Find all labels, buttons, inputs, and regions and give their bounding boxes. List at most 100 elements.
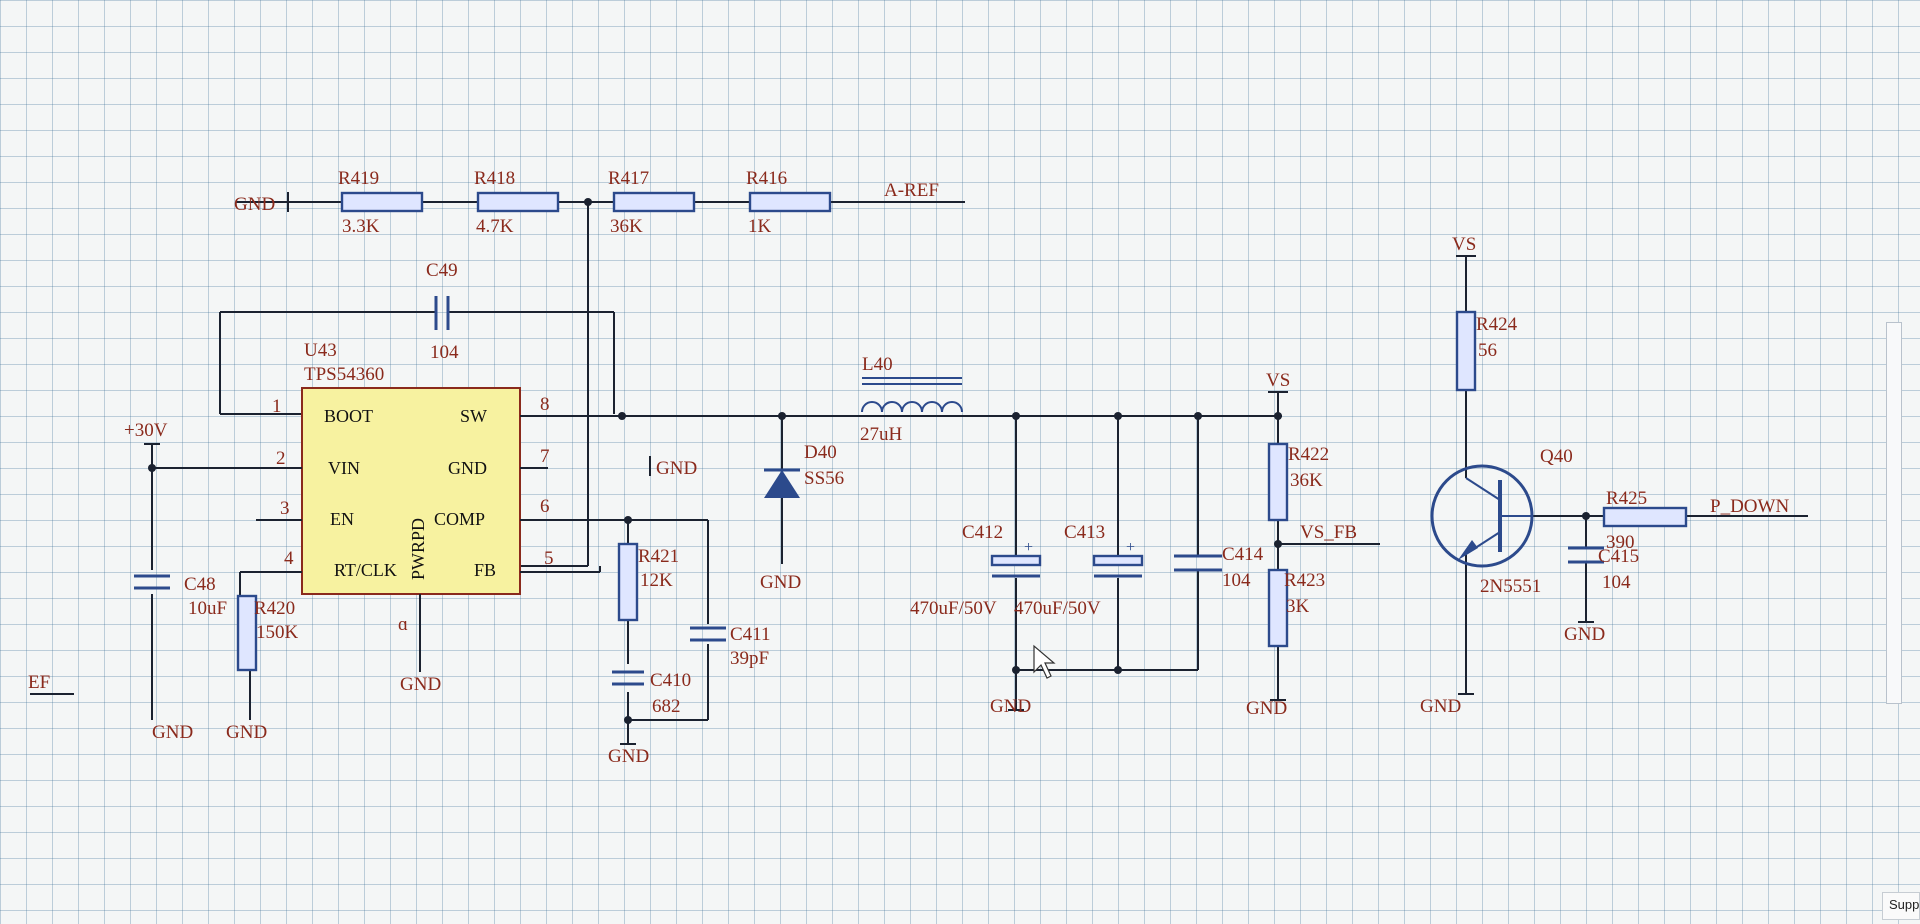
pin-number-3: 3 [280,498,290,519]
top-divider-wires [236,192,965,568]
value-r419: 3.3K [342,216,380,237]
pin-number-2: 2 [276,448,286,469]
value-c410: 682 [652,696,681,717]
gnd-d40: GND [760,572,801,593]
ref-c415: C415 [1598,546,1639,567]
gnd-c48: GND [152,722,193,743]
value-r422: 36K [1290,470,1323,491]
pin-number-8: 8 [540,394,550,415]
ref-q40: Q40 [1540,446,1573,467]
value-u43: TPS54360 [304,364,384,385]
gnd-q40: GND [1420,696,1461,717]
status-panel-fragment: Supp [1882,892,1920,920]
resistor-r424[interactable] [1455,310,1477,392]
resistor-r425[interactable] [1602,506,1688,528]
value-c413: 470uF/50V [1014,598,1101,619]
net-label-ref-fragment: EF [28,672,50,693]
value-d40: SS56 [804,468,844,489]
feedback-wires [1268,391,1380,701]
value-c49: 104 [430,342,459,363]
gnd-r420: GND [226,722,267,743]
value-r420: 150K [256,622,299,643]
ref-c413: C413 [1064,522,1105,543]
pin-name-en: EN [330,509,354,529]
ref-c411: C411 [730,624,770,645]
capacitor-c412-plate[interactable] [990,554,1042,567]
transistor-q40-collector [1465,477,1501,501]
u43-right-wires [520,415,1200,745]
junction-dot [584,198,592,206]
ref-c49: C49 [426,260,458,281]
pin-name-boot: BOOT [324,406,373,426]
ref-u43: U43 [304,340,337,361]
ref-c410: C410 [650,670,691,691]
capacitor-c413-plate[interactable] [1092,554,1144,567]
resistor-r418[interactable] [476,191,560,213]
inductor-l40-coil[interactable] [861,401,963,413]
resistor-r420[interactable] [236,594,258,672]
junction-dot [624,516,632,524]
pin-number-7: 7 [540,446,550,467]
junction-dot [1012,412,1020,420]
gnd-pin7: GND [656,458,697,479]
ic-u43-body[interactable] [301,387,521,595]
pin-name-gnd: GND [448,458,487,478]
value-r416: 1K [748,216,772,237]
value-q40: 2N5551 [1480,576,1541,597]
output-rail-wires [1008,415,1282,711]
net-label-vs-transistor: VS [1452,234,1476,255]
resistor-r417[interactable] [612,191,696,213]
pin-number-5: 5 [544,548,554,569]
value-c414: 104 [1222,570,1251,591]
junction-dot [1274,540,1282,548]
diode-d40-symbol[interactable] [764,470,800,498]
net-label-gnd: GND [234,194,275,215]
junction-dot [1114,666,1122,674]
ref-r421: R421 [638,546,679,567]
value-r418: 4.7K [476,216,514,237]
resistor-r421[interactable] [617,542,639,622]
pin-name-vin: VIN [328,458,360,478]
pin-name-fb: FB [474,560,496,580]
mouse-cursor-icon [1033,644,1056,679]
pin-number-4: 4 [284,548,294,569]
net-label-a-ref: A-REF [884,180,939,201]
ref-r419: R419 [338,168,379,189]
pin-number-6: 6 [540,496,550,517]
pin-number-1: 1 [272,396,282,417]
ref-r422: R422 [1288,444,1329,465]
resistor-r423[interactable] [1267,568,1289,648]
pin-symbol: ɑ [398,614,408,635]
junction-dot [1012,666,1020,674]
ref-c48: C48 [184,574,216,595]
junction-dot [624,716,632,724]
pin-name-sw: SW [460,406,487,426]
ref-c412: C412 [962,522,1003,543]
vertical-scrollbar[interactable] [1886,322,1902,704]
value-r421: 12K [640,570,673,591]
transistor-wires [1456,255,1808,695]
ref-r416: R416 [746,168,787,189]
value-c412: 470uF/50V [910,598,997,619]
value-c415: 104 [1602,572,1631,593]
ref-d40: D40 [804,442,837,463]
value-l40: 27uH [860,424,903,445]
junction-dot [1274,412,1282,420]
junction-dot [1582,512,1590,520]
ref-l40: L40 [862,354,893,375]
boot-loop-wires [219,311,615,415]
resistor-r416[interactable] [748,191,832,213]
resistor-r422[interactable] [1267,442,1289,522]
junction-dot [148,464,156,472]
value-c411: 39pF [730,648,769,669]
gnd-c410: GND [608,746,649,767]
transistor-q40-arrow [1458,540,1478,560]
pin-name-pwrpd: PWRPD [408,518,428,580]
ref-r417: R417 [608,168,649,189]
value-c48: 10uF [188,598,227,619]
gnd-c415: GND [1564,624,1605,645]
resistor-r419[interactable] [340,191,424,213]
net-label-vs-fb: VS_FB [1300,522,1357,543]
